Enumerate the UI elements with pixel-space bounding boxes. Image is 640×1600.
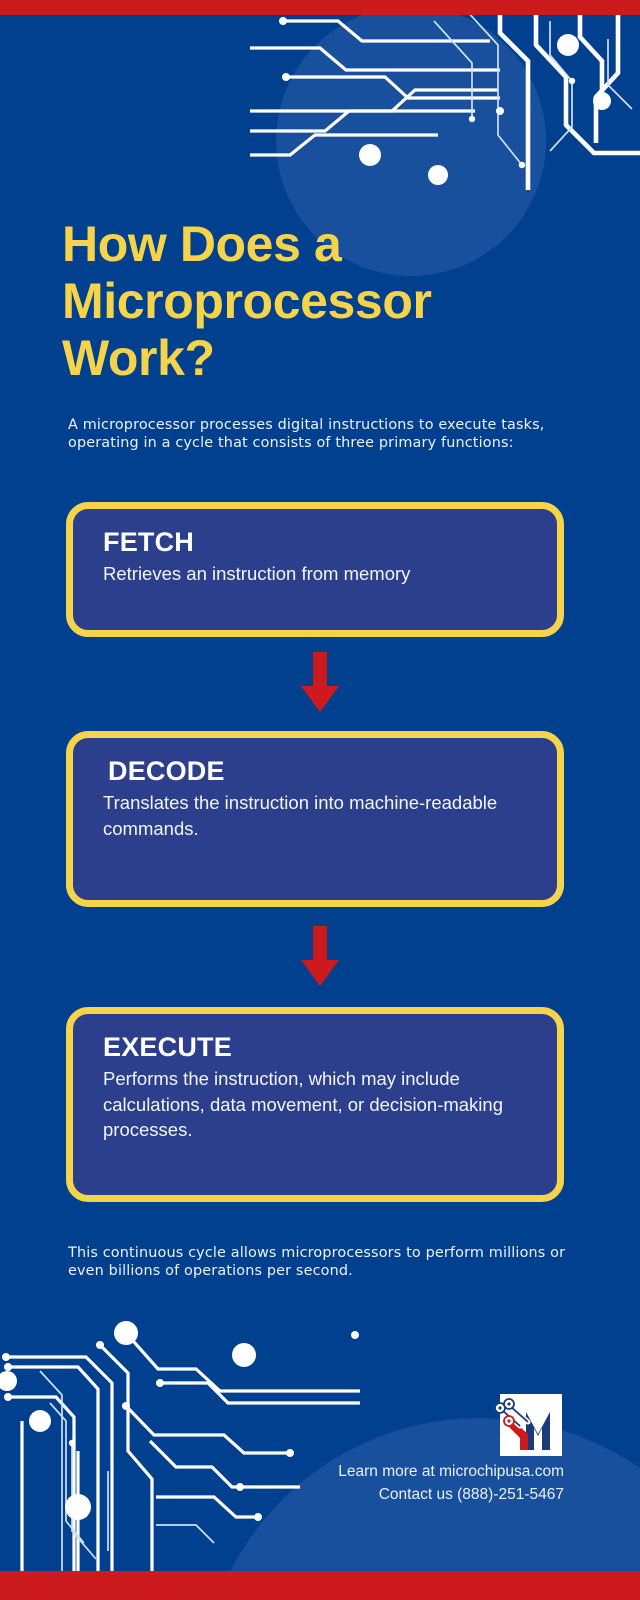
step-title-decode: DECODE [108, 756, 225, 786]
page-title: How Does a Microprocessor Work? [62, 215, 432, 386]
footer-contact-block: Learn more at microchipusa.com Contact u… [338, 1460, 564, 1507]
step-description-execute: Performs the instruction, which may incl… [103, 1068, 503, 1141]
microchip-usa-logo-icon [494, 1394, 562, 1456]
outro-paragraph: This continuous cycle allows microproces… [68, 1245, 566, 1279]
step-title-execute: EXECUTE [103, 1032, 232, 1062]
top-red-band [0, 0, 640, 15]
footer-learn-more[interactable]: Learn more at microchipusa.com [338, 1463, 564, 1480]
down-arrow-icon-2 [301, 926, 339, 986]
down-arrow-icon-1 [301, 652, 339, 712]
step-description-fetch: Retrieves an instruction from memory [103, 563, 411, 584]
footer-contact-phone[interactable]: Contact us (888)-251-5467 [378, 1486, 564, 1504]
step-card-decode: DECODE Translates the instruction into m… [66, 731, 564, 907]
step-card-execute: EXECUTE Performs the instruction, which … [66, 1007, 564, 1202]
bottom-red-band [0, 1571, 640, 1600]
step-card-fetch: FETCH Retrieves an instruction from memo… [66, 502, 564, 637]
step-title-fetch: FETCH [103, 527, 194, 557]
step-description-decode: Translates the instruction into machine-… [103, 792, 498, 839]
intro-paragraph: A microprocessor processes digital instr… [68, 417, 545, 451]
